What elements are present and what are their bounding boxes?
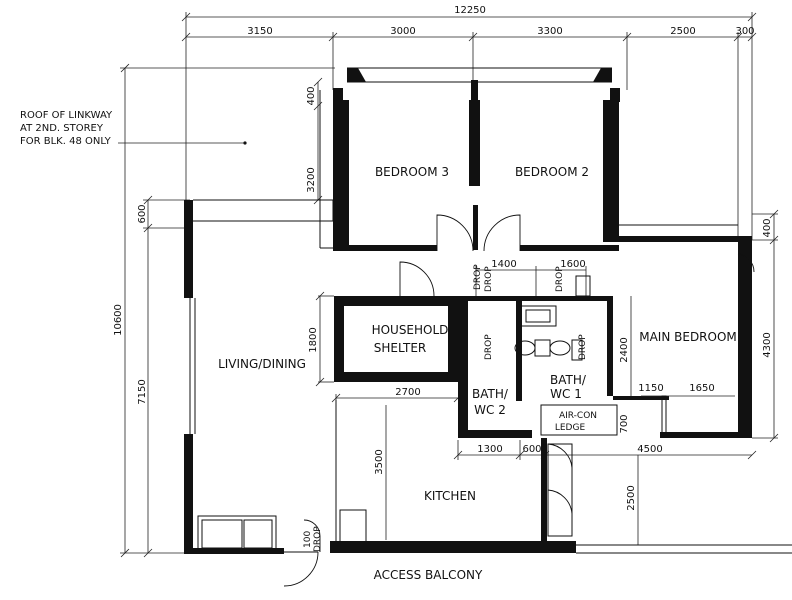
room-label-bath1-line2: WC 1	[550, 387, 582, 401]
drop-label-5: DROP	[578, 334, 588, 360]
room-label-kitchen: KITCHEN	[424, 489, 476, 503]
dim-left-upper: 600	[137, 204, 148, 223]
dim-bath-2400: 2400	[619, 337, 630, 362]
room-label-main-bedroom: MAIN BEDROOM	[639, 330, 737, 344]
dim-right-4300: 4300	[762, 332, 773, 357]
bedroom3-door[interactable]	[436, 214, 474, 252]
dim-shelter-2700: 2700	[395, 387, 420, 398]
dim-top-3: 3300	[537, 26, 562, 37]
dim-bottom-4500: 4500	[637, 444, 662, 455]
room-label-access-balcony: ACCESS BALCONY	[374, 568, 483, 582]
drop-label-6: DROP	[313, 526, 323, 552]
left-dimension-lines	[120, 63, 335, 558]
living-walls	[184, 199, 334, 554]
dim-door-100: 100	[303, 531, 313, 548]
dim-top-4: 2500	[670, 26, 695, 37]
room-label-household-line1: HOUSEHOLD	[372, 323, 449, 337]
dim-top-5: 300	[735, 26, 754, 37]
main-bedroom-walls	[613, 224, 752, 438]
kitchen-walls	[330, 400, 792, 554]
room-label-bath1-line1: BATH/	[550, 373, 587, 387]
bedroom2-door[interactable]	[483, 214, 521, 252]
bedroom-walls	[319, 67, 620, 251]
main-entrance-door[interactable]	[283, 551, 319, 587]
room-label-bedroom2: BEDROOM 2	[515, 165, 589, 179]
room-label-bath2-line2: WC 2	[474, 403, 506, 417]
bath-walls	[458, 266, 618, 438]
dim-bath-1400: 1400	[491, 259, 516, 270]
dim-bottom-1300: 1300	[477, 444, 502, 455]
room-label-household-line2: SHELTER	[374, 341, 427, 355]
dim-left-lower: 7150	[137, 379, 148, 404]
entrance-side-door[interactable]	[303, 519, 321, 552]
drop-label-3: DROP	[555, 266, 565, 292]
dim-ledge-700: 700	[619, 414, 630, 433]
dim-right-2500: 2500	[626, 485, 637, 510]
linkway-note-line3: FOR BLK. 48 ONLY	[20, 136, 112, 147]
dim-top-2: 3000	[390, 26, 415, 37]
top-dimension-lines	[181, 12, 757, 240]
dim-bottom-600: 600	[522, 444, 541, 455]
dim-main-1150: 1150	[638, 383, 663, 394]
drop-label-4: DROP	[484, 334, 494, 360]
dim-bedroom-400: 400	[306, 86, 317, 105]
dim-main-1650: 1650	[689, 383, 714, 394]
room-label-living-dining: LIVING/DINING	[218, 357, 306, 371]
dim-overall-width: 12250	[454, 5, 486, 16]
kitchen-cabinet-door-2[interactable]	[547, 489, 573, 515]
linkway-leader	[118, 141, 247, 145]
dim-left-overall: 10600	[113, 304, 124, 336]
dim-bedroom-3200: 3200	[306, 167, 317, 192]
room-label-aircon-line2: LEDGE	[555, 423, 586, 433]
linkway-note-line1: ROOF OF LINKWAY	[20, 110, 113, 121]
living-door[interactable]	[399, 261, 435, 297]
main-bedroom-window-door[interactable]	[737, 253, 755, 273]
linkway-note-line2: AT 2ND. STOREY	[20, 123, 104, 134]
kitchen-cabinet-door-1[interactable]	[547, 443, 573, 469]
dim-right-400: 400	[762, 218, 773, 237]
drop-label-2: DROP	[484, 266, 494, 292]
drop-label-1: DROP	[473, 264, 483, 290]
room-label-aircon-line1: AIR-CON	[559, 411, 597, 421]
dim-bath-1600: 1600	[560, 259, 585, 270]
dim-top-1: 3150	[247, 26, 272, 37]
dim-shelter-1800: 1800	[308, 327, 319, 352]
right-dimension-lines	[752, 209, 779, 443]
room-label-bedroom3: BEDROOM 3	[375, 165, 449, 179]
room-label-bath2-line1: BATH/	[472, 387, 509, 401]
household-shelter-walls	[315, 291, 458, 387]
dim-kitchen-3500: 3500	[374, 449, 385, 474]
